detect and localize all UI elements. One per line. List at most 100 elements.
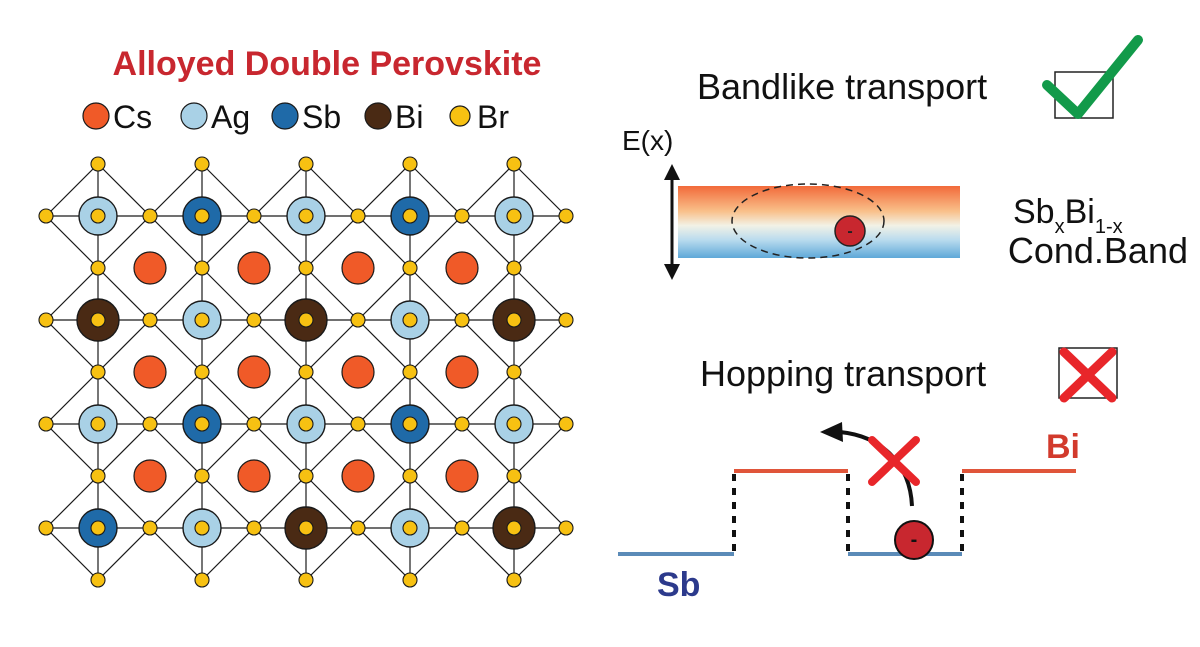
br-atom [38,520,54,536]
br-atom [298,156,314,172]
br-atom [38,208,54,224]
br-atom-center [402,208,418,224]
hopping-label: Hopping transport [700,353,986,394]
br-atom [194,364,210,380]
br-atom [90,468,106,484]
energy-axis-down-arrow-icon [664,264,680,280]
br-atom-center [402,416,418,432]
br-atom-center [506,416,522,432]
br-atom [90,260,106,276]
band-composition-label: SbxBi1-x [1013,193,1123,238]
band-electron-sign: - [847,223,852,240]
br-atom [194,260,210,276]
cs-atom [237,459,271,493]
bandlike-panel: Bandlike transport E(x) - SbxBi1-x Cond.… [622,35,1188,280]
br-atom [38,416,54,432]
br-atom [90,156,106,172]
br-atom-center [506,208,522,224]
legend-label-bi: Bi [395,99,423,135]
br-atom [38,312,54,328]
br-atom [350,208,366,224]
hop-blocked-cross-icon [868,436,920,486]
br-atom [142,416,158,432]
br-atom [194,156,210,172]
br-atom [298,260,314,276]
cs-atom [445,355,479,389]
br-atom [350,416,366,432]
br-atom [350,312,366,328]
legend-marker-br [449,105,471,127]
br-atom-center [298,416,314,432]
br-atom [402,364,418,380]
conduction-band [678,186,960,258]
br-atom [454,208,470,224]
br-atom-center [298,520,314,536]
br-atom [298,572,314,588]
br-atom [558,520,574,536]
br-atom [402,260,418,276]
cs-atom [341,459,375,493]
localized-electron-sign: - [911,529,918,551]
br-atom [246,208,262,224]
cs-atom [445,459,479,493]
br-atom [558,312,574,328]
br-atom [142,208,158,224]
br-atom-center [194,208,210,224]
br-atom-center [402,312,418,328]
br-atom [506,468,522,484]
br-atom [246,312,262,328]
legend-marker-cs [82,102,110,130]
cs-atom [133,459,167,493]
legend-label-cs: Cs [113,99,152,135]
br-atom [142,312,158,328]
br-atom [506,260,522,276]
br-atom [246,416,262,432]
br-atom-center [194,520,210,536]
br-atom [454,312,470,328]
sb-level-label: Sb [657,566,700,604]
br-atom-center [194,312,210,328]
energy-axis-up-arrow-icon [664,164,680,180]
cs-atom [341,251,375,285]
br-atom [298,468,314,484]
bandlike-label: Bandlike transport [697,66,987,107]
br-atom [246,520,262,536]
cs-atom [341,355,375,389]
legend-marker-bi [364,102,392,130]
legend-marker-ag [180,102,208,130]
br-atom-center [298,208,314,224]
cs-atom [237,355,271,389]
br-atom [506,156,522,172]
br-atom [454,416,470,432]
br-atom [558,208,574,224]
br-atom [350,520,366,536]
band-electron [834,215,866,247]
delocalized-wavefunction [731,183,885,259]
br-atom [506,572,522,588]
br-atom-center [506,520,522,536]
hop-arrow-head-icon [820,422,843,442]
cs-atom [445,251,479,285]
legend-label-br: Br [477,99,509,135]
br-atom [298,364,314,380]
conduction-band-label: Cond.Band [1008,230,1188,271]
br-atom [558,416,574,432]
br-atom-center [90,208,106,224]
check-mark-icon [1042,35,1143,119]
cs-atom [133,251,167,285]
br-atom-center [90,312,106,328]
cs-atom [237,251,271,285]
bi-level-label: Bi [1046,428,1080,466]
localized-electron [894,520,934,560]
br-atom-center [90,520,106,536]
br-atom [90,364,106,380]
perovskite-lattice [38,156,574,588]
br-atom [194,572,210,588]
page-title: Alloyed Double Perovskite [113,45,542,83]
br-atom-center [506,312,522,328]
br-atom-center [90,416,106,432]
br-atom-center [194,416,210,432]
br-atom [454,520,470,536]
